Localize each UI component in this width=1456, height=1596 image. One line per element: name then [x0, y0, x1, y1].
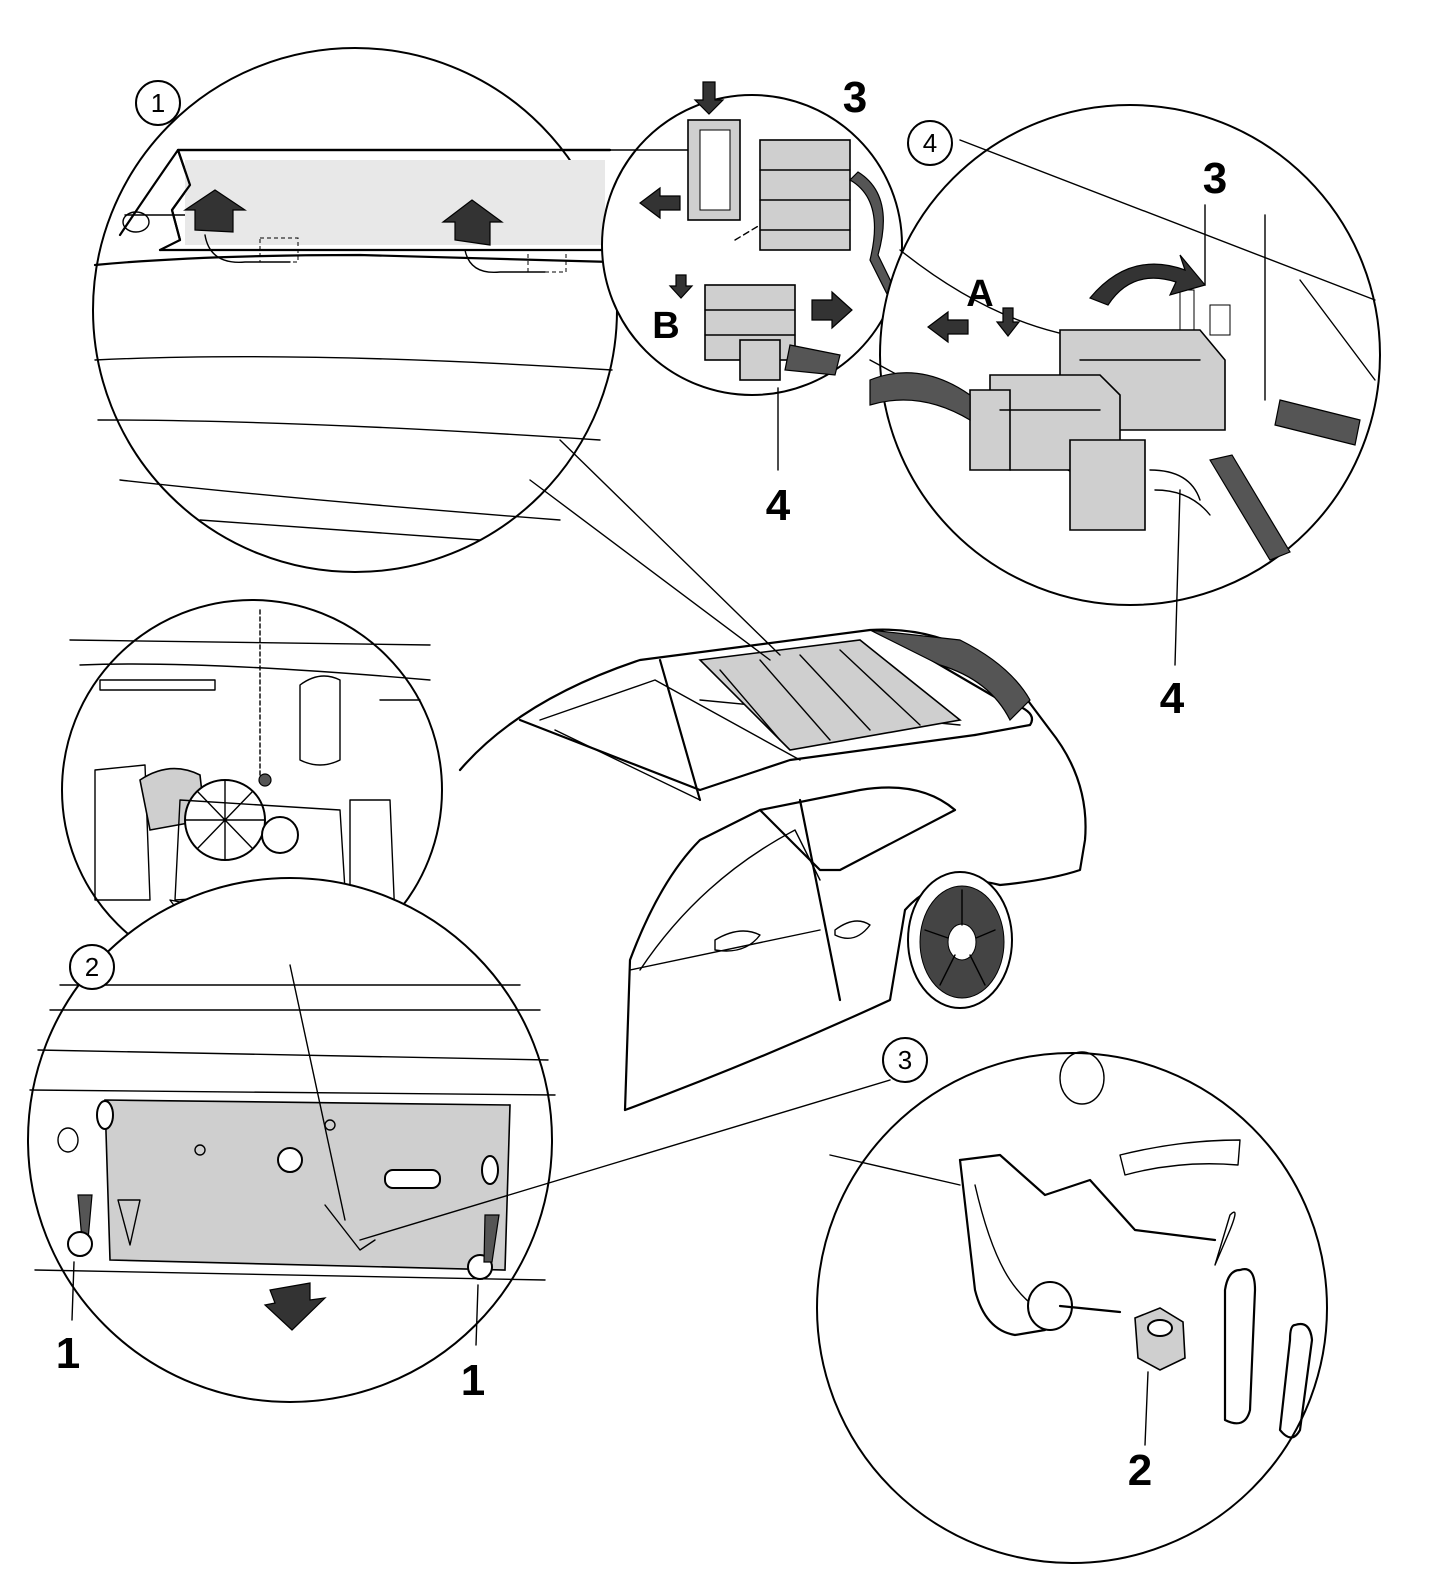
- lift-arrow-icon: [183, 189, 247, 233]
- car-body: [458, 439, 1087, 1112]
- letter-B: B: [652, 305, 679, 347]
- part-3-connector: 3: [843, 73, 867, 122]
- callout-1-label: 1: [151, 88, 165, 118]
- callout-3-bubble: [882, 1037, 928, 1083]
- push-arrow-icon: [811, 290, 853, 330]
- callout-3-label: 3: [898, 1045, 912, 1075]
- press-arrow-icon: [668, 274, 694, 299]
- callout-4-bubble: [907, 120, 953, 166]
- callout-2-bubble: [69, 944, 115, 990]
- part-3-connector: 3: [1203, 154, 1227, 203]
- press-arrow-icon: [995, 307, 1021, 337]
- callout-1-bubble: [135, 80, 181, 126]
- press-arrow-icon: [693, 81, 725, 115]
- detail-1-cover-clips: 1: [92, 47, 618, 573]
- detail-2-mounting-plate: 2 1 1: [27, 877, 891, 1405]
- part-4-connector: 4: [1160, 674, 1185, 723]
- pull-down-arrow-icon: [263, 1282, 327, 1331]
- lift-arrow-icon: [441, 199, 504, 246]
- letter-A: A: [966, 273, 993, 315]
- detail-connector-top: B 3 4: [601, 73, 903, 530]
- part-4-connector: 4: [766, 481, 791, 530]
- part-2-nut: 2: [1128, 1446, 1152, 1495]
- detail-3-nut: 2 3: [816, 1037, 1328, 1564]
- detail-4-connectors: A 4 3 4: [869, 104, 1381, 723]
- part-1-screw: 1: [56, 1329, 80, 1378]
- callout-4-label: 4: [923, 128, 937, 158]
- part-1-screw: 1: [461, 1356, 485, 1405]
- callout-2-label: 2: [85, 952, 99, 982]
- pull-arrow-icon: [927, 310, 969, 344]
- pull-arrow-icon: [639, 186, 681, 220]
